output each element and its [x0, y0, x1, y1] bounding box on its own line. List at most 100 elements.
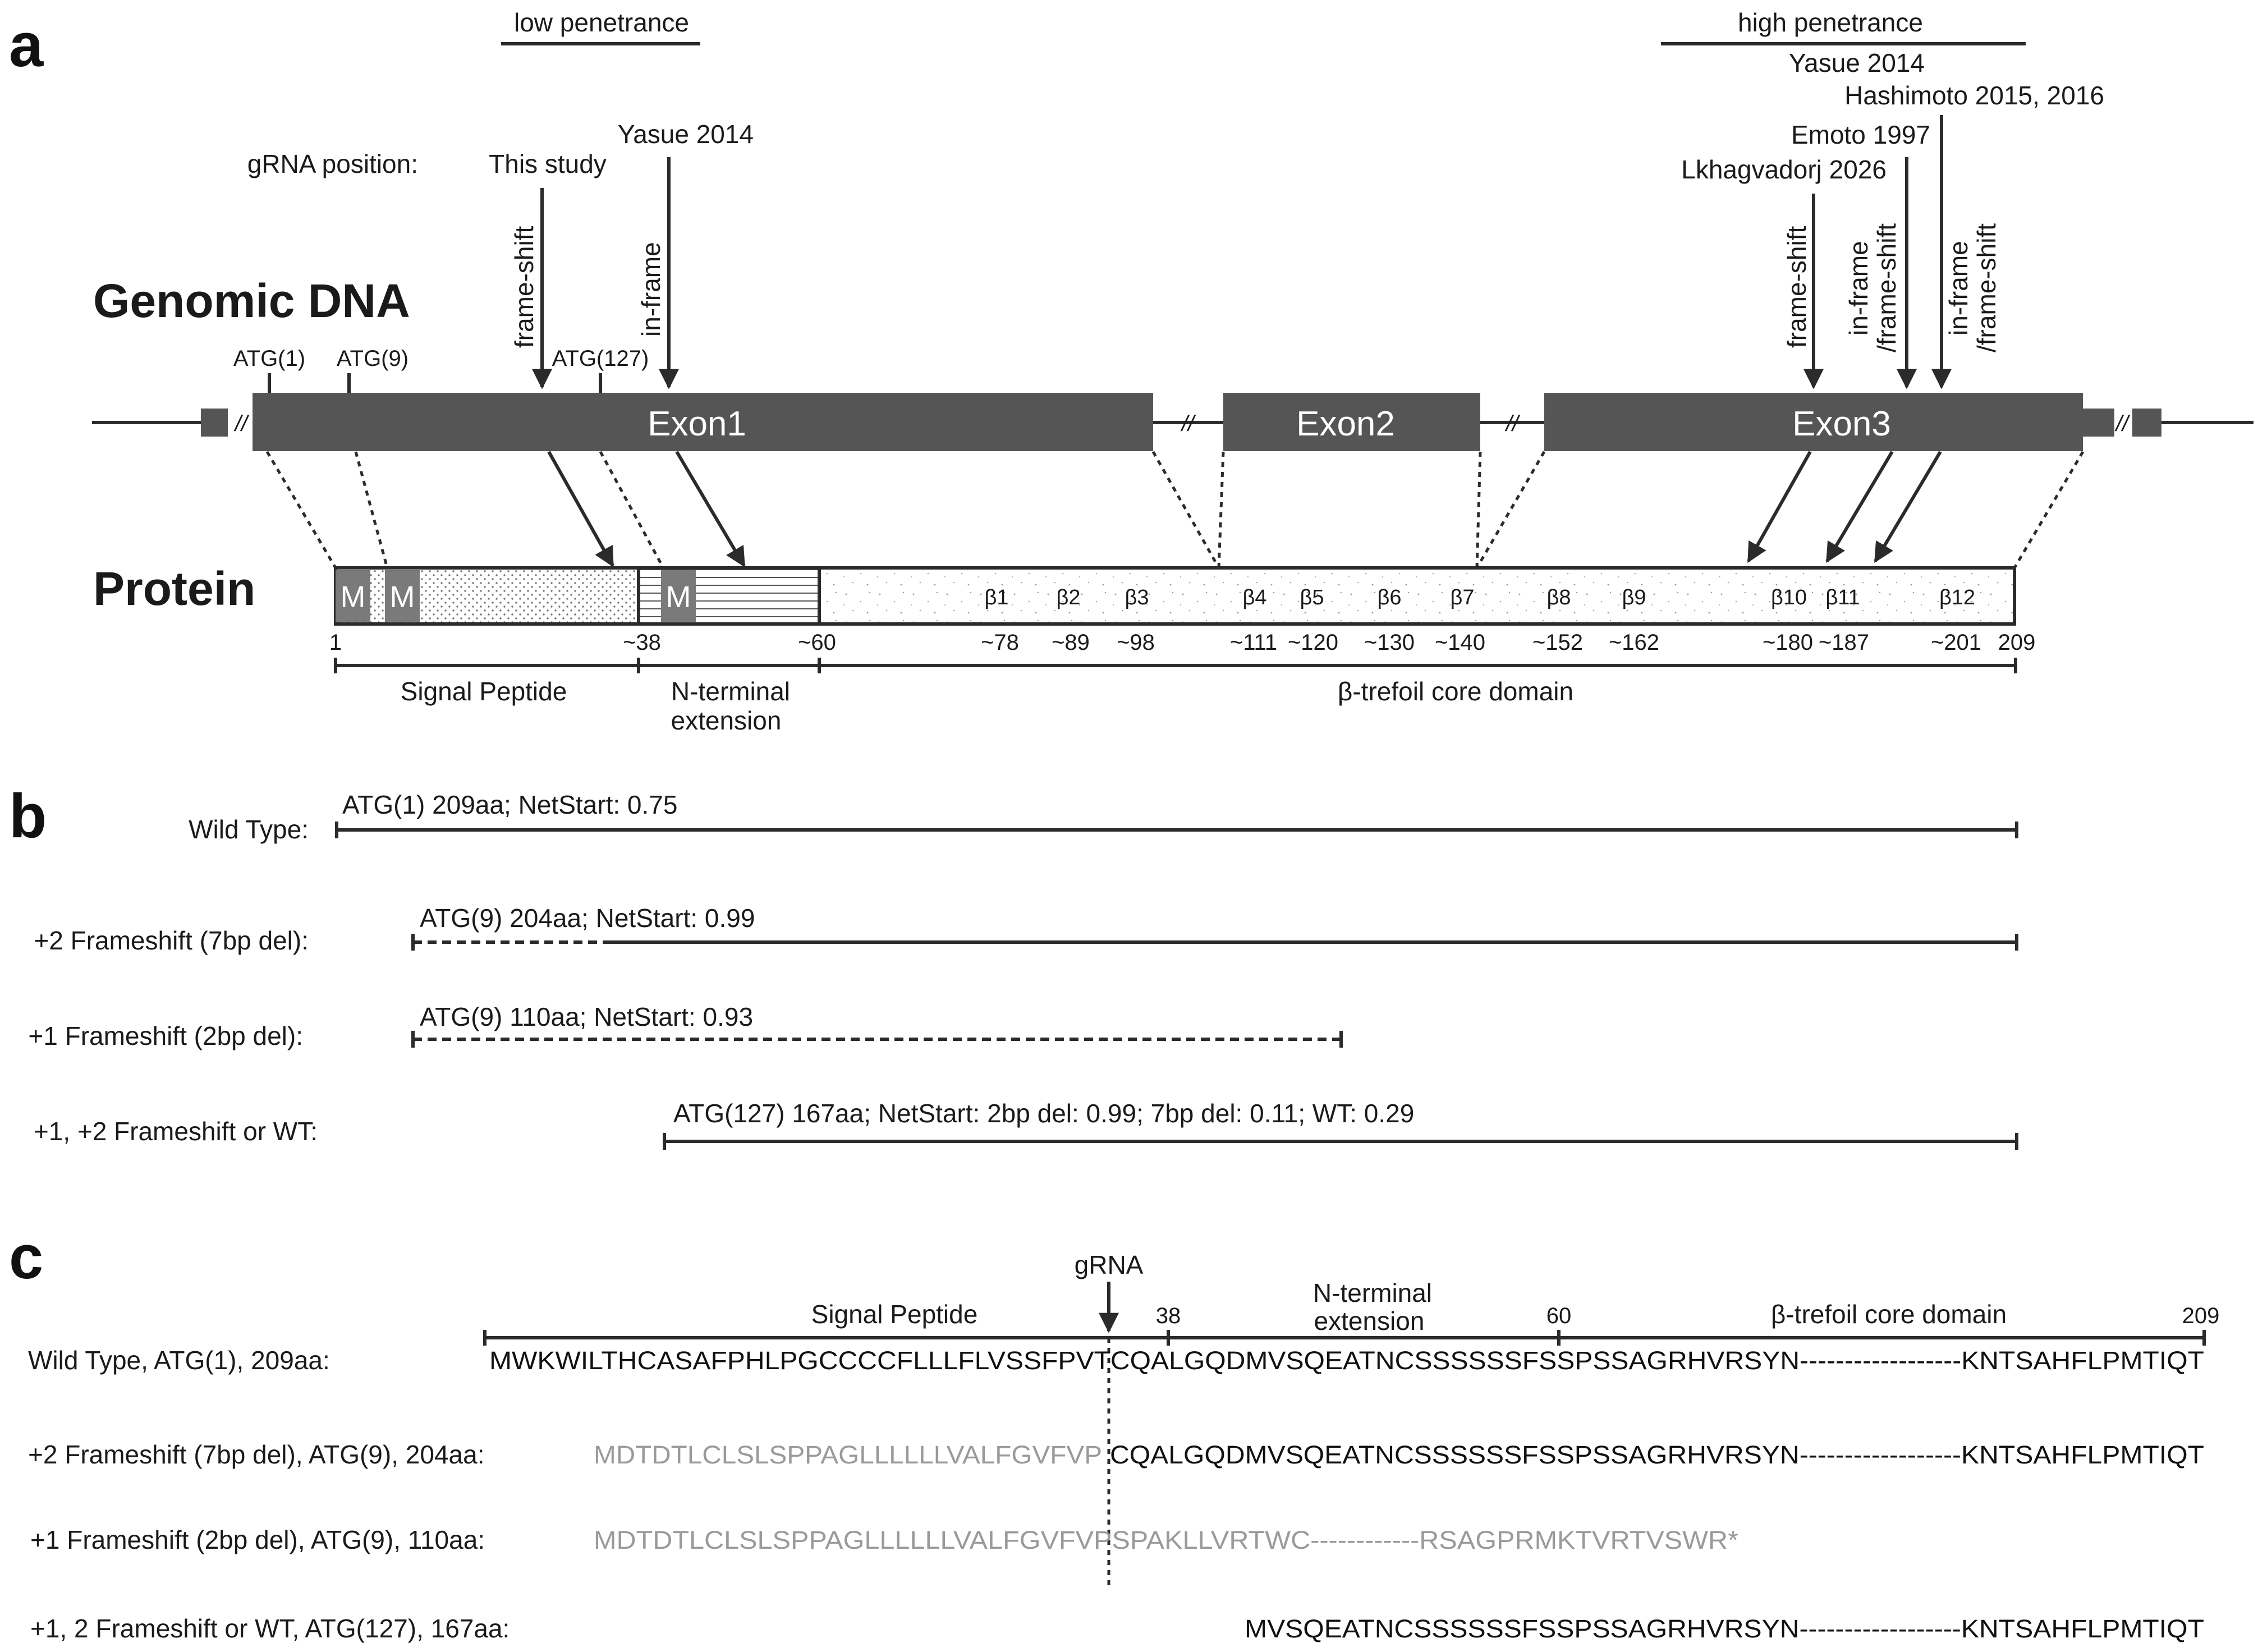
- m-box-127-letter: M: [666, 580, 691, 614]
- wt-row-annotation: ATG(1) 209aa; NetStart: 0.75: [342, 790, 677, 819]
- exon3-block: [1544, 393, 2083, 451]
- effect-in-frame-fs-1a: in-frame: [1844, 241, 1873, 336]
- pos-120: ~120: [1288, 630, 1338, 655]
- effect-in-frame-fs-2a: in-frame: [1944, 241, 1973, 336]
- beta-label-9: β9: [1622, 586, 1646, 609]
- genomic-dna-heading: Genomic DNA: [93, 274, 410, 327]
- citation-this-study: This study: [489, 149, 607, 178]
- atg127-row-annotation: ATG(127) 167aa; NetStart: 2bp del: 0.99;…: [673, 1099, 1414, 1128]
- high-penetrance-label: high penetrance: [1738, 8, 1923, 37]
- c-nterm-line1: N-terminal: [1313, 1278, 1432, 1307]
- panel-b-label: b: [9, 782, 47, 851]
- pos-1: 1: [329, 630, 342, 655]
- c-nterm-line2: extension: [1314, 1306, 1425, 1336]
- low-penetrance-label: low penetrance: [514, 8, 689, 37]
- citation-yasue-2014-left: Yasue 2014: [618, 120, 754, 149]
- pos-187: ~187: [1819, 630, 1869, 655]
- m-box-9-letter: M: [390, 580, 415, 614]
- fs1-row-name: +1 Frameshift (2bp del):: [28, 1021, 303, 1050]
- panel-a-label: a: [9, 11, 44, 80]
- pos-60: ~60: [798, 630, 836, 655]
- protein-arrow-3: [1747, 451, 1812, 563]
- atg127-row-name: +1, +2 Frameshift or WT:: [34, 1117, 318, 1146]
- c-fs1-sequence-gray: MDTDTLCLSLSPPAGLLLLLLVALFGVFVPSPAKLLVRTW…: [594, 1526, 1738, 1554]
- atg1-label: ATG(1): [233, 346, 305, 371]
- m-box-1-letter: M: [341, 580, 366, 614]
- grna-label: gRNA: [1075, 1250, 1144, 1279]
- protein-arrow-2: [675, 451, 746, 568]
- panel-c-label: c: [9, 1223, 43, 1292]
- domain-nterm-line2: extension: [671, 706, 782, 735]
- pos-162: ~162: [1609, 630, 1659, 655]
- protein-heading: Protein: [93, 562, 255, 615]
- protein-arrow-1: [547, 451, 614, 568]
- beta-label-5: β5: [1300, 586, 1324, 609]
- c-tick-209-label: 209: [2182, 1304, 2220, 1328]
- c-signal-peptide: Signal Peptide: [811, 1300, 978, 1329]
- pos-38: ~38: [623, 630, 661, 655]
- effect-frame-shift-2: frame-shift: [1782, 226, 1811, 348]
- atg9-label: ATG(9): [337, 346, 409, 371]
- fs2-row-annotation: ATG(9) 204aa; NetStart: 0.99: [420, 903, 755, 933]
- map-line-8: [2013, 451, 2085, 569]
- effect-in-frame-fs-2b: /frame-shift: [1972, 223, 2001, 352]
- beta-label-1: β1: [985, 586, 1009, 609]
- beta-label-11: β11: [1825, 586, 1860, 609]
- c-fs1-row-name: +1 Frameshift (2bp del), ATG(9), 110aa:: [30, 1525, 485, 1554]
- c-fs2-sequence-gray: MDTDTLCLSLSPPAGLLLLLLVALFGVFVP: [594, 1440, 1102, 1469]
- exon3-label: Exon3: [1792, 405, 1891, 443]
- citation-emoto: Emoto 1997: [1791, 120, 1930, 149]
- effect-in-frame-fs-1b: /frame-shift: [1872, 223, 1901, 352]
- utr-left-block: [201, 409, 228, 437]
- pos-130: ~130: [1364, 630, 1415, 655]
- pos-201: ~201: [1931, 630, 1981, 655]
- break-mark-1: //: [233, 411, 250, 436]
- protein-arrow-4: [1825, 451, 1894, 563]
- effect-in-frame: in-frame: [636, 242, 666, 337]
- c-wt-sequence: MWKWILTHCASAFPHLPGCCCCFLLLFLVSSFPVTCQALG…: [489, 1346, 2204, 1375]
- map-line-7: [1475, 451, 1546, 569]
- pos-209: 209: [1998, 630, 2036, 655]
- map-line-6: [1475, 451, 1482, 568]
- exon2-label: Exon2: [1296, 405, 1395, 443]
- beta-label-2: β2: [1057, 586, 1081, 609]
- pos-152: ~152: [1532, 630, 1583, 655]
- c-atg127-row-name: +1, 2 Frameshift or WT, ATG(127), 167aa:: [30, 1614, 510, 1643]
- pos-180: ~180: [1763, 630, 1813, 655]
- pos-89: ~89: [1052, 630, 1090, 655]
- c-fs2-row-name: +2 Frameshift (7bp del), ATG(9), 204aa:: [28, 1440, 484, 1469]
- map-line-5: [1217, 451, 1225, 568]
- exon2-block: [1223, 393, 1480, 451]
- m-box-9: [385, 570, 420, 622]
- m-box-127: [661, 570, 696, 622]
- domain-signal-peptide: Signal Peptide: [401, 677, 567, 706]
- beta-label-6: β6: [1378, 586, 1402, 609]
- domain-nterm-line1: N-terminal: [671, 677, 790, 706]
- map-line-2: [354, 451, 389, 568]
- exon1-label: Exon1: [648, 405, 746, 443]
- domain-core: β-trefoil core domain: [1338, 677, 1573, 706]
- break-mark-3: //: [1504, 411, 1521, 436]
- pos-140: ~140: [1435, 630, 1485, 655]
- citation-yasue-2014-right: Yasue 2014: [1789, 48, 1925, 77]
- m-box-1: [336, 570, 370, 622]
- beta-label-8: β8: [1547, 586, 1571, 609]
- residue-positions: 1 ~38 ~60 ~78 ~89 ~98 ~111 ~120 ~130 ~14…: [329, 630, 2036, 655]
- exon3-tail-block: [2083, 409, 2114, 437]
- c-tick-38-label: 38: [1156, 1304, 1181, 1328]
- atg127-label: ATG(127): [552, 346, 649, 371]
- pos-111: ~111: [1230, 630, 1277, 655]
- map-line-1: [265, 451, 337, 569]
- protein-arrow-5: [1874, 451, 1942, 563]
- wt-row-name: Wild Type:: [189, 815, 309, 844]
- c-atg127-sequence: MVSQEATNCSSSSSSFSSPSSAGRHVRSYN----------…: [1245, 1614, 2204, 1643]
- beta-label-10: β10: [1771, 586, 1807, 609]
- pos-98: ~98: [1117, 630, 1155, 655]
- exon1-block: [253, 393, 1153, 451]
- effect-frame-shift-1: frame-shift: [510, 226, 539, 348]
- beta-label-7: β7: [1451, 586, 1475, 609]
- c-wt-row-name: Wild Type, ATG(1), 209aa:: [28, 1346, 330, 1375]
- beta-label-3: β3: [1125, 586, 1149, 609]
- fs1-row-annotation: ATG(9) 110aa; NetStart: 0.93: [420, 1002, 753, 1031]
